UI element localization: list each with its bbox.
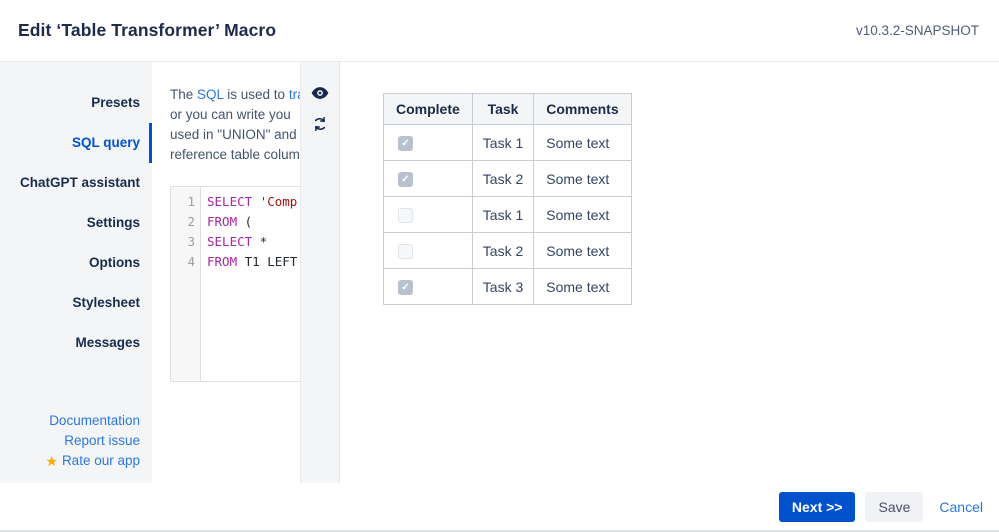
code-token: SELECT — [207, 234, 253, 249]
cell-comments: Some text — [533, 124, 632, 161]
line-number: 4 — [187, 254, 195, 269]
cell-task: Task 1 — [471, 124, 535, 161]
line-number: 1 — [187, 194, 195, 209]
sidebar-link-row: Report issue — [0, 431, 140, 451]
cell-complete: ✓ — [383, 268, 473, 305]
code-token: 'Comp — [259, 194, 298, 209]
row-checkbox — [398, 243, 413, 259]
tool-strip — [300, 62, 340, 483]
cell-task: Task 1 — [471, 196, 535, 233]
row-checkbox: ✓ — [398, 279, 413, 295]
code-token: FROM — [207, 214, 238, 229]
code-token: T1 LEFT — [237, 254, 298, 269]
cancel-link[interactable]: Cancel — [939, 498, 983, 515]
sql-query-panel: The SQL is used to tra or you can write y… — [152, 62, 300, 483]
col-header-complete: Complete — [383, 93, 473, 125]
cell-task: Task 2 — [471, 160, 535, 197]
page-title: Edit ‘Table Transformer’ Macro — [18, 20, 277, 40]
code-line: FROM T1 LEFT — [207, 252, 297, 272]
line-number: 2 — [187, 214, 195, 229]
row-checkbox: ✓ — [398, 135, 413, 151]
code-token: ( — [237, 214, 253, 229]
sidebar-item-settings[interactable]: Settings — [86, 215, 140, 230]
cell-task: Task 3 — [471, 268, 535, 305]
cell-complete: ✓ — [383, 160, 473, 197]
description-text: reference table colum — [170, 147, 300, 162]
report-issue-link[interactable]: Report issue — [64, 433, 140, 448]
sql-description: The SQL is used to tra or you can write y… — [170, 85, 300, 165]
cell-complete — [383, 196, 473, 233]
description-line: The SQL is used to tra — [170, 85, 300, 105]
description-line: used in "UNION" and — [170, 125, 300, 145]
documentation-link[interactable]: Documentation — [49, 413, 140, 428]
sidebar-item-messages[interactable]: Messages — [75, 335, 140, 350]
dialog-footer: Next >> Save Cancel — [0, 483, 999, 530]
cell-task: Task 2 — [471, 232, 535, 269]
description-text: or you can write you — [170, 107, 291, 122]
description-text: is used to — [223, 87, 289, 102]
star-icon: ★ — [45, 453, 58, 469]
row-checkbox — [398, 207, 413, 223]
cell-complete: ✓ — [383, 124, 473, 161]
code-token: SELECT — [207, 194, 253, 209]
description-text: The — [170, 87, 198, 102]
code-token — [252, 194, 260, 209]
description-line: or you can write you — [170, 105, 300, 125]
description-line: reference table colum — [170, 145, 300, 165]
version-label: v10.3.2-SNAPSHOT — [855, 23, 979, 38]
line-number: 3 — [187, 234, 195, 249]
description-text: used in "UNION" and — [170, 127, 297, 142]
row-checkbox: ✓ — [398, 171, 413, 187]
code-line-numbers: 1 2 3 4 — [171, 187, 201, 381]
rate-our-app-link[interactable]: Rate our app — [61, 453, 140, 468]
col-header-comments: Comments — [533, 93, 632, 125]
code-line: SELECT * — [207, 232, 297, 252]
cell-comments: Some text — [533, 196, 632, 233]
description-link[interactable]: tra — [288, 87, 300, 102]
sidebar-link-row: ★Rate our app — [0, 451, 140, 471]
col-header-task: Task — [471, 93, 535, 125]
sidebar-item-stylesheet[interactable]: Stylesheet — [72, 295, 140, 310]
code-token: FROM — [207, 254, 238, 269]
next-button[interactable]: Next >> — [778, 491, 856, 522]
dialog-header: Edit ‘Table Transformer’ Macro v10.3.2-S… — [0, 0, 999, 62]
sidebar-item-chatgpt-assistant[interactable]: ChatGPT assistant — [19, 175, 140, 190]
cell-comments: Some text — [533, 268, 632, 305]
code-line: SELECT 'Comp — [207, 192, 297, 212]
sidebar-item-presets[interactable]: Presets — [91, 95, 140, 110]
eye-icon[interactable] — [310, 83, 330, 103]
description-link[interactable]: SQL — [197, 87, 224, 102]
cell-comments: Some text — [533, 232, 632, 269]
sidebar-item-options[interactable]: Options — [89, 255, 140, 270]
sidebar-item-sql-query[interactable]: SQL query — [0, 123, 152, 163]
save-button[interactable]: Save — [865, 491, 924, 522]
sidebar-link-row: Documentation — [0, 411, 140, 431]
refresh-icon[interactable] — [310, 114, 330, 134]
cell-complete — [383, 232, 473, 269]
code-line: FROM ( — [207, 212, 297, 232]
code-token: * — [252, 234, 268, 249]
cell-comments: Some text — [533, 160, 632, 197]
